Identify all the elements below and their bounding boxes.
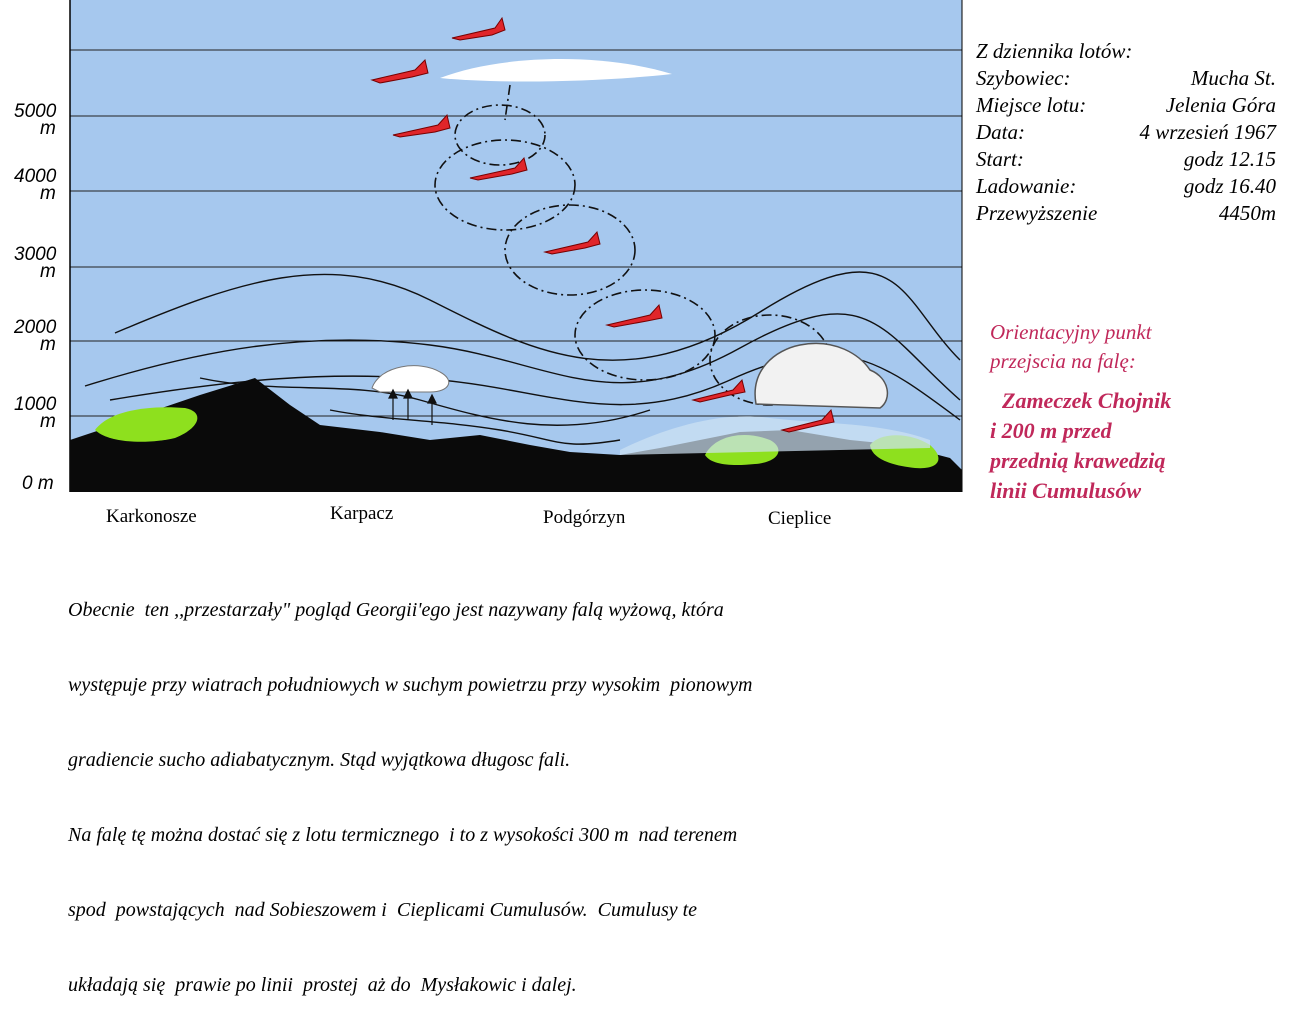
orientation-note: Orientacyjny punkt przejscia na falę: Za… <box>990 318 1290 506</box>
uplift-arrows <box>388 388 437 425</box>
glider <box>370 59 429 84</box>
orientation-line: przednią krawedzią <box>990 448 1166 473</box>
place-label-podgorzyn: Podgórzyn <box>543 507 626 528</box>
flight-path-spirals <box>434 84 831 406</box>
orientation-header: przejscia na falę: <box>990 349 1136 373</box>
wave-flight-diagram <box>69 0 963 492</box>
body-line: gradiencie sucho adiabatycznym. Stąd wyj… <box>68 749 571 771</box>
place-label-cieplice: Cieplice <box>768 508 832 529</box>
flight-log-row: Ladowanie:godz 16.40 <box>976 174 1276 198</box>
body-line: układają się prawie po linii prostej aż … <box>68 974 577 996</box>
place-label-karpacz: Karpacz <box>330 503 394 524</box>
orientation-line: Zameczek Chojnik <box>1002 388 1172 413</box>
ridge-highlight <box>620 416 930 455</box>
lenticular-cloud <box>440 59 672 82</box>
flight-log: Z dziennika lotów: Szybowiec:Mucha St. M… <box>976 38 1276 227</box>
place-label-karkonosze: Karkonosze <box>106 506 197 527</box>
glider <box>392 113 451 138</box>
flight-log-row: Szybowiec:Mucha St. <box>976 66 1276 90</box>
flight-log-row: Data:4 wrzesień 1967 <box>976 120 1276 144</box>
body-line: spod powstających nad Sobieszowem i Ciep… <box>68 899 698 921</box>
body-line: występuje przy wiatrach południowych w s… <box>68 674 753 696</box>
orientation-line: i 200 m przed <box>990 418 1112 443</box>
gliders <box>370 16 835 433</box>
body-text: Obecnie ten ,,przestarzały" pogląd Georg… <box>68 548 1068 1023</box>
orientation-line: linii Cumulusów <box>990 478 1142 503</box>
body-line: Obecnie ten ,,przestarzały" pogląd Georg… <box>68 599 724 621</box>
small-cloud <box>371 365 450 393</box>
flight-log-row: Start:godz 12.15 <box>976 147 1276 171</box>
glider <box>543 230 601 255</box>
cumulus-cloud <box>754 342 889 409</box>
glider <box>605 303 663 328</box>
glider <box>469 156 528 181</box>
glider <box>691 378 746 403</box>
body-line: Na falę tę można dostać się z lotu termi… <box>68 824 738 846</box>
altitude-gridlines <box>70 49 962 417</box>
glider <box>780 408 835 433</box>
glider <box>451 16 506 41</box>
flight-log-row: Miejsce lotu:Jelenia Góra <box>976 93 1276 117</box>
flight-log-title: Z dziennika lotów: <box>976 39 1133 63</box>
orientation-header: Orientacyjny punkt <box>990 320 1152 344</box>
altitude-label-0: 0 m <box>22 473 54 494</box>
